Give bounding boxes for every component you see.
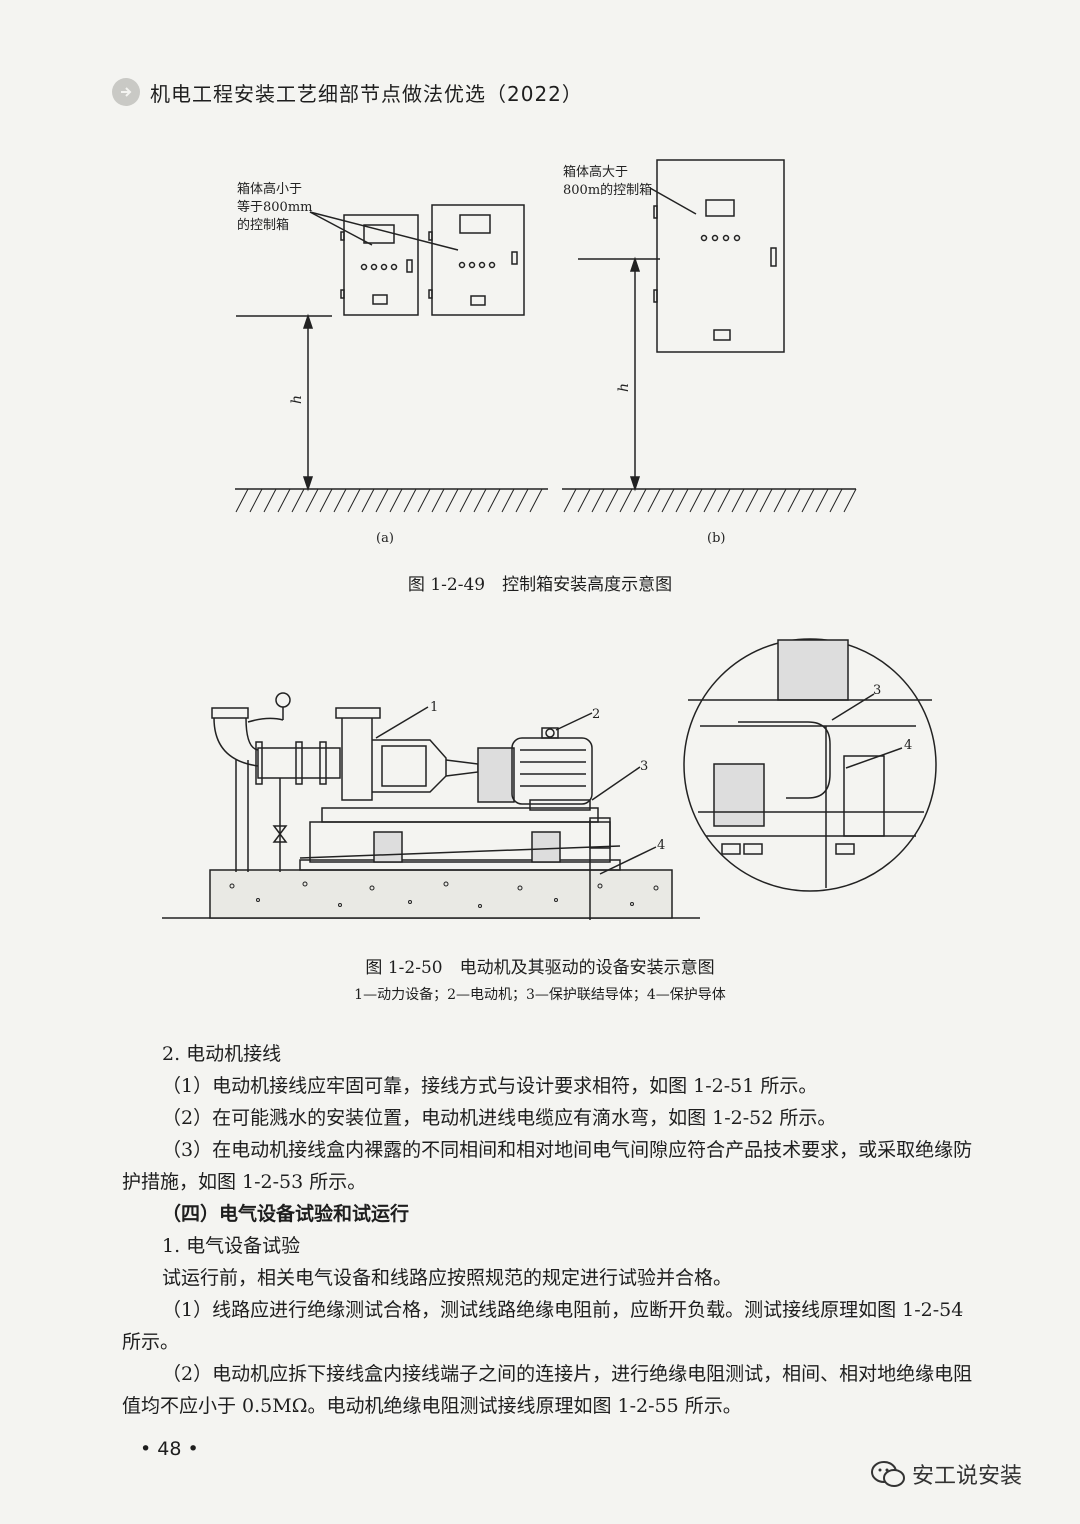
header-title: 机电工程安装工艺细部节点做法优选（2022） <box>150 81 583 106</box>
section-4-1-para-2: （2）电动机应拆下接线盒内接线端子之间的连接片，进行绝缘电阻测试，相间、相对地绝… <box>122 1363 973 1417</box>
body-text: 2. 电动机接线 （1）电动机接线应牢固可靠，接线方式与设计要求相符，如图 1-… <box>122 1038 982 1422</box>
figure-1-2-50-legend: 1—动力设备；2—电动机；3—保护联结导体；4—保护导体 <box>354 987 726 1003</box>
figure-1-2-50: 1 2 3 4 3 4 <box>162 638 937 920</box>
detail-callout-4: 4 <box>904 738 912 753</box>
figure-1-2-49-caption: 图 1-2-49 控制箱安装高度示意图 <box>407 575 673 595</box>
running-header: 机电工程安装工艺细部节点做法优选（2022） <box>112 76 583 108</box>
section-2-para-3: （3）在电动机接线盒内裸露的不同相间和相对地间电气间隙应符合产品技术要求，或采取… <box>122 1139 973 1193</box>
watermark: 安工说安装 <box>870 1458 1022 1490</box>
figure-1-2-50-caption: 图 1-2-50 电动机及其驱动的设备安装示意图 <box>365 958 715 978</box>
subfigure-label-a: (a) <box>376 531 394 546</box>
figure-1-2-49: 箱体高小于 等于800mm 的控制箱 箱体高大于 800m的控制箱 h h (a… <box>235 159 857 546</box>
label-b-line2: 800m的控制箱 <box>563 182 652 198</box>
callout-4: 4 <box>657 838 665 853</box>
label-a-line1: 箱体高小于 <box>237 181 302 197</box>
dimension-h-a: h <box>289 395 305 404</box>
watermark-text: 安工说安装 <box>912 1464 1023 1489</box>
arrow-icon <box>112 78 140 106</box>
wechat-icon <box>871 1461 905 1487</box>
label-b-line1: 箱体高大于 <box>563 164 628 180</box>
section-2-para-2: （2）在可能溅水的安装位置，电动机进线电缆应有滴水弯，如图 1-2-52 所示。 <box>162 1107 837 1129</box>
section-4-1-title: 1. 电气设备试验 <box>162 1235 301 1257</box>
page-number: • 48 • <box>140 1438 199 1460</box>
section-2-title: 2. 电动机接线 <box>162 1043 282 1065</box>
detail-callout-3: 3 <box>873 683 881 698</box>
label-a-line2: 等于800mm <box>237 199 312 215</box>
label-a-line3: 的控制箱 <box>237 217 289 233</box>
section-4-title: （四）电气设备试验和试运行 <box>162 1203 410 1225</box>
section-2-para-1: （1）电动机接线应牢固可靠，接线方式与设计要求相符，如图 1-2-51 所示。 <box>162 1075 818 1097</box>
subfigure-label-b: (b) <box>707 531 725 546</box>
dimension-h-b: h <box>616 383 632 392</box>
callout-1: 1 <box>430 700 438 715</box>
section-4-1-para-1: （1）线路应进行绝缘测试合格，测试线路绝缘电阻前，应断开负载。测试接线原理如图 … <box>122 1299 964 1353</box>
callout-2: 2 <box>592 707 600 722</box>
section-4-1-intro: 试运行前，相关电气设备和线路应按照规范的规定进行试验并合格。 <box>162 1267 733 1289</box>
svg-text:箱体高小于: 箱体高小于 <box>237 181 302 197</box>
callout-3: 3 <box>640 759 648 774</box>
